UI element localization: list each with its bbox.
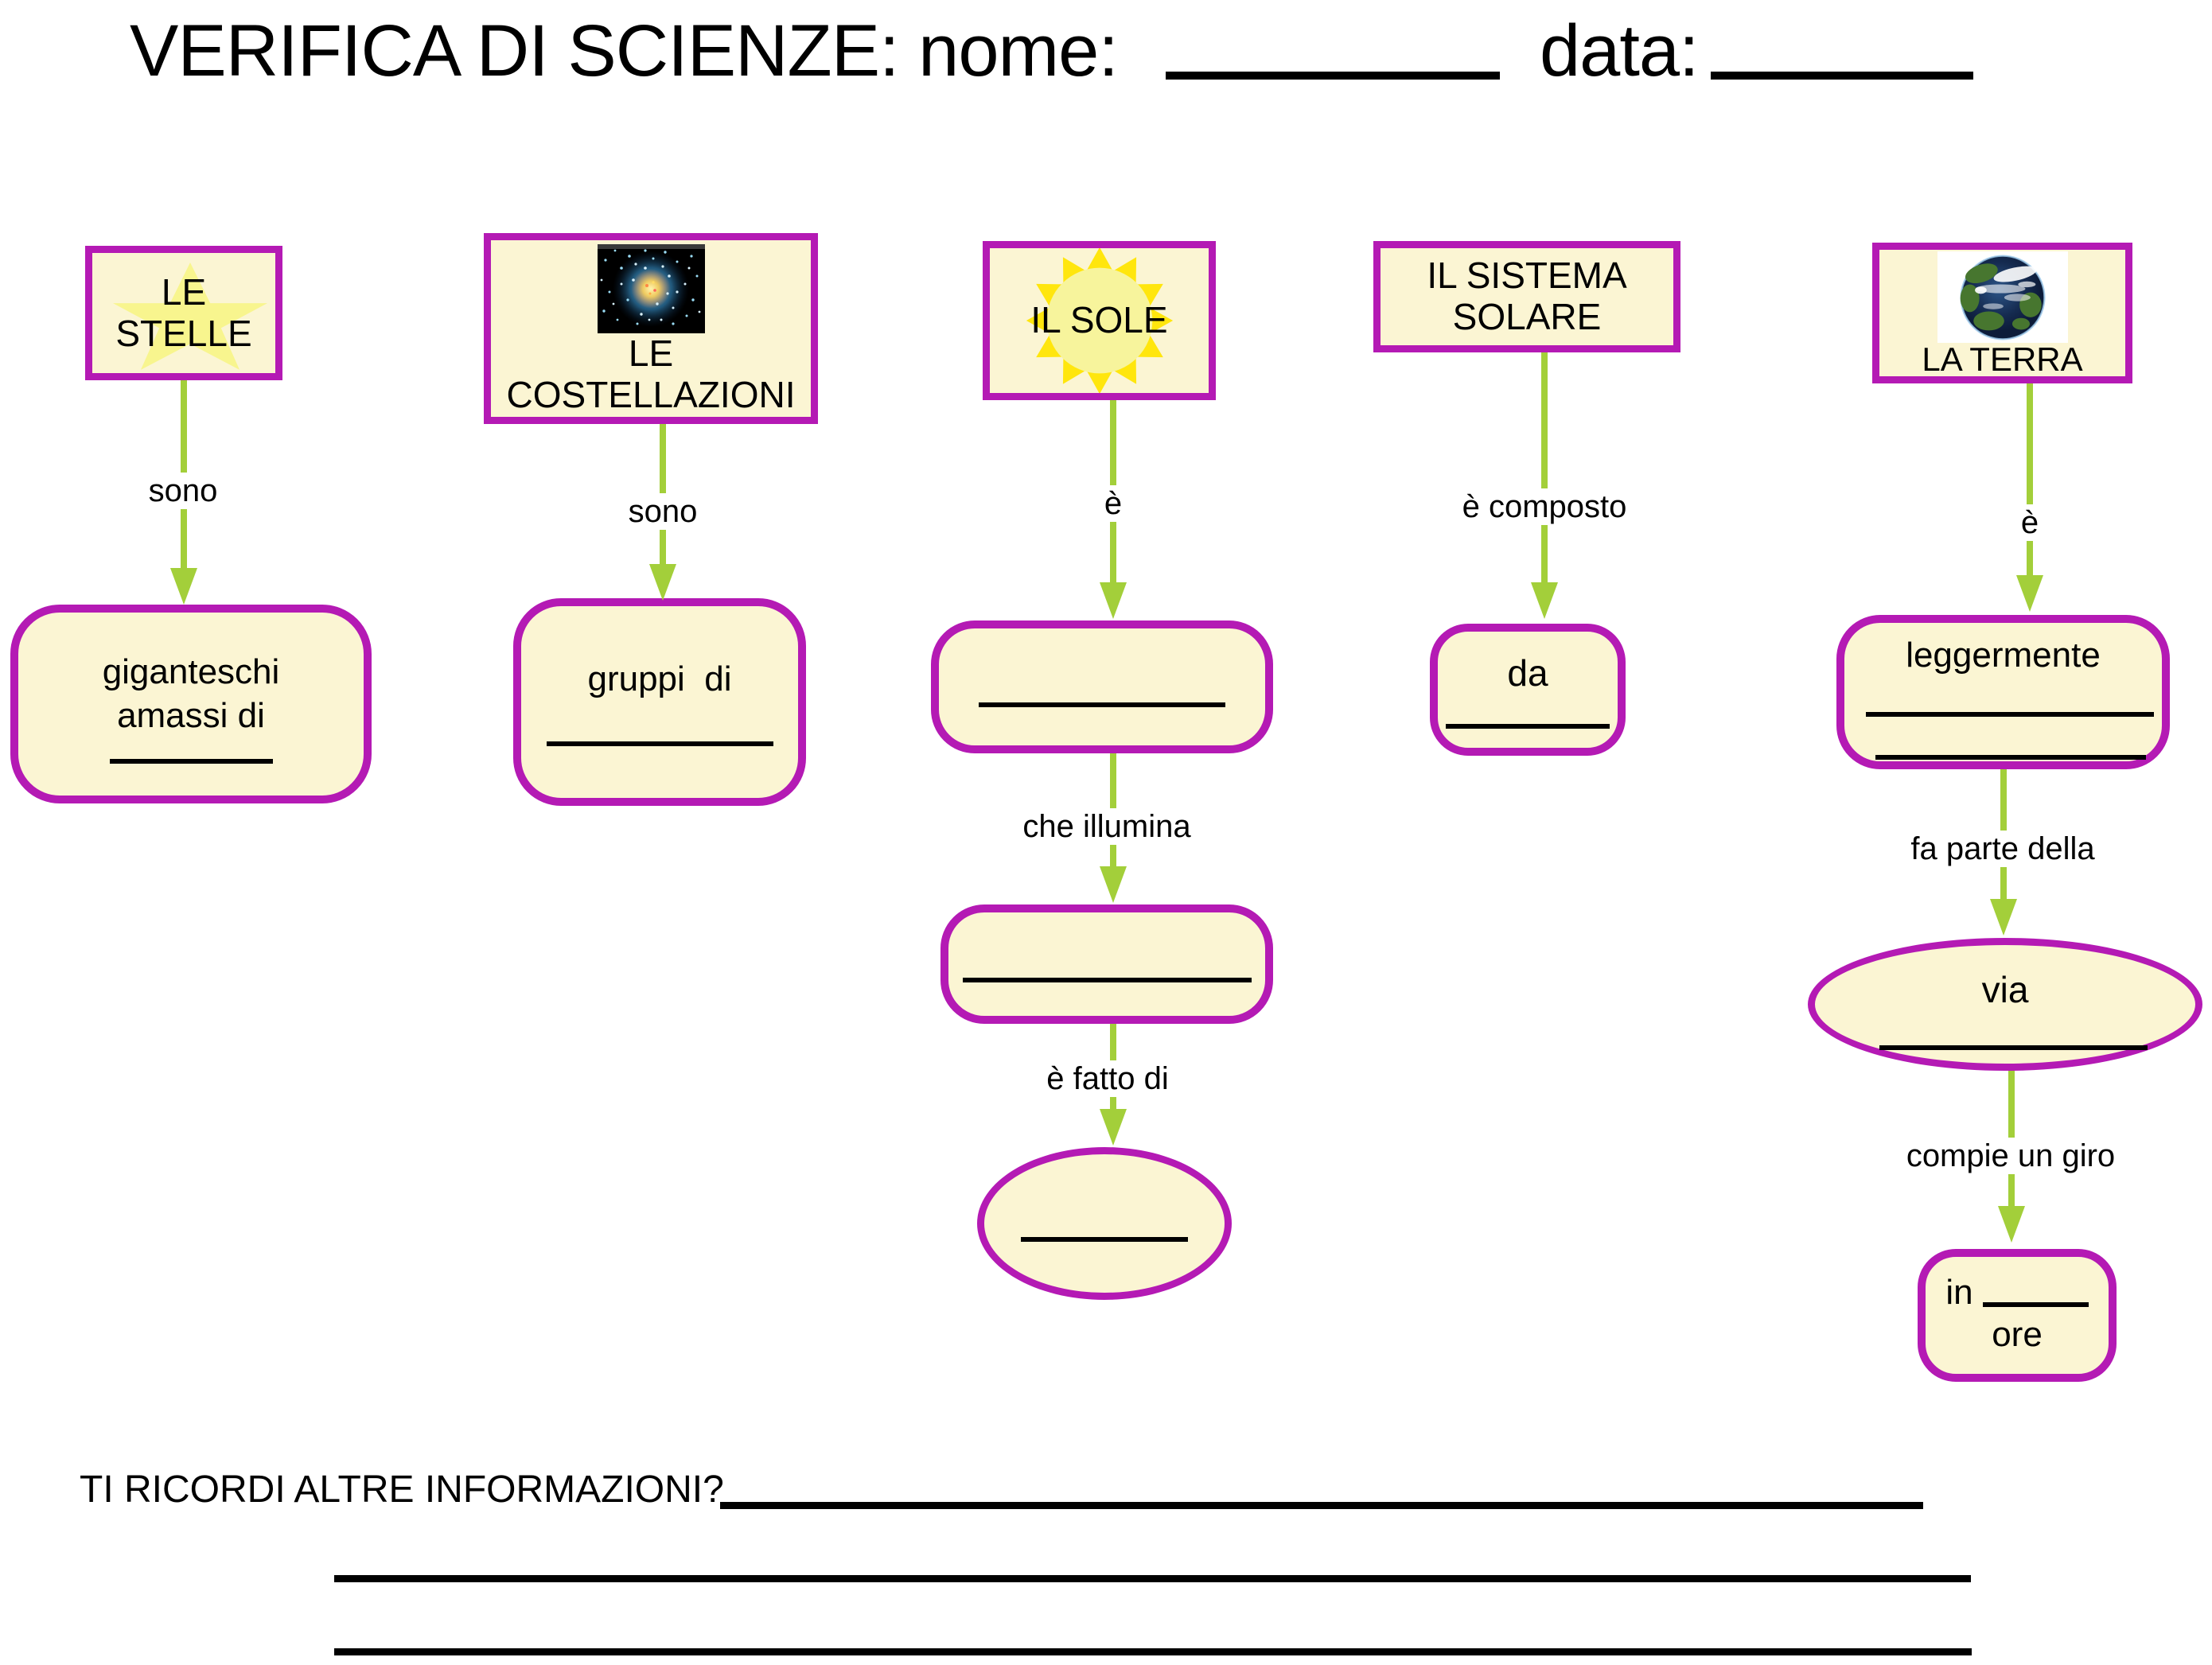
- answer-text: giganteschi amassi di: [103, 651, 280, 737]
- arrow-head-icon: [170, 568, 197, 605]
- fill-in-blank: [1982, 1302, 2089, 1308]
- node-title-line: IL SISTEMA: [1427, 255, 1627, 297]
- node-costellazioni-answer: gruppi di: [513, 598, 806, 806]
- fill-in-blank: [962, 978, 1252, 982]
- answer-text: da: [1507, 652, 1548, 694]
- arrow-head-icon: [2016, 575, 2043, 612]
- answer-text: via: [1981, 969, 2029, 1010]
- relation-label: è composto: [1454, 488, 1635, 525]
- fill-in-blank: [1866, 712, 2154, 717]
- earth-image-frame: [1937, 251, 2068, 343]
- node-title-line: SOLARE: [1452, 296, 1602, 337]
- answer-line: amassi di: [117, 696, 265, 735]
- node-sole-answer-2: [940, 904, 1273, 1024]
- arrow-head-icon: [1998, 1206, 2025, 1243]
- node-terra-answer-3: in ore: [1918, 1249, 2117, 1382]
- relation-label: sono: [140, 473, 226, 509]
- footer-blank-line: [334, 1648, 1972, 1655]
- node-la-terra: LA TERRA: [1872, 243, 2132, 383]
- node-stelle-answer: giganteschi amassi di: [10, 605, 372, 803]
- node-sistema-answer: da: [1430, 624, 1626, 756]
- answer-text: leggermente: [1906, 636, 2101, 675]
- relation-label: compie un giro: [1898, 1138, 2124, 1174]
- star-cluster-image: [597, 244, 705, 334]
- arrow-head-icon: [1100, 582, 1127, 619]
- node-title-line: LE: [628, 333, 674, 375]
- fill-in-blank: [109, 758, 273, 764]
- arrow-head-icon: [1100, 866, 1127, 903]
- relation-label: fa parte della: [1902, 831, 2103, 867]
- relation-label: sono: [620, 493, 706, 530]
- earth-icon: [1959, 254, 2046, 340]
- relation-label: che illumina: [1014, 808, 1199, 845]
- node-title: LA TERRA: [1922, 340, 2083, 378]
- answer-text: gruppi di: [587, 659, 732, 699]
- fill-in-blank: [1021, 1237, 1188, 1242]
- footer-blank-line: [334, 1575, 1971, 1582]
- relation-label: è: [2012, 504, 2047, 541]
- fill-in-blank: [1879, 1045, 2148, 1050]
- relation-label: è: [1096, 485, 1131, 522]
- date-label: data:: [1540, 10, 1700, 91]
- node-title-line: COSTELLAZIONI: [506, 374, 796, 415]
- name-blank-line: [1166, 72, 1500, 80]
- node-title-line: STELLE: [115, 312, 252, 354]
- answer-suffix: ore: [1992, 1315, 2043, 1355]
- answer-line: giganteschi: [102, 652, 280, 692]
- fill-in-blank: [1875, 755, 2146, 760]
- arrow-line: [2027, 383, 2033, 578]
- arrow-head-icon: [1100, 1109, 1127, 1146]
- node-terra-answer-2: via: [1808, 938, 2202, 1071]
- arrow-head-icon: [649, 564, 676, 601]
- sun-icon: [1026, 248, 1174, 393]
- node-title: IL SOLE: [1030, 299, 1168, 341]
- node-terra-answer-1: leggermente: [1836, 615, 2170, 769]
- node-sole-answer-3: [977, 1147, 1232, 1300]
- page-title: VERIFICA DI SCIENZE: nome:: [130, 10, 1119, 91]
- arrow-head-icon: [1990, 899, 2017, 936]
- answer-text: in: [1945, 1273, 2089, 1313]
- fill-in-blank: [1446, 723, 1610, 729]
- node-title-line: LE: [161, 270, 207, 313]
- arrow-line: [1541, 352, 1548, 585]
- node-sole-answer-1: [931, 620, 1273, 753]
- answer-prefix: in: [1945, 1273, 1973, 1313]
- relation-label: è fatto di: [1038, 1060, 1177, 1097]
- fill-in-blank: [546, 741, 773, 746]
- date-blank-line: [1711, 72, 1973, 80]
- arrow-head-icon: [1531, 582, 1558, 619]
- fill-in-blank: [979, 702, 1225, 707]
- footer-question: TI RICORDI ALTRE INFORMAZIONI?: [80, 1469, 724, 1511]
- node-il-sole: IL SOLE: [983, 241, 1216, 400]
- footer-blank-line: [720, 1502, 1923, 1509]
